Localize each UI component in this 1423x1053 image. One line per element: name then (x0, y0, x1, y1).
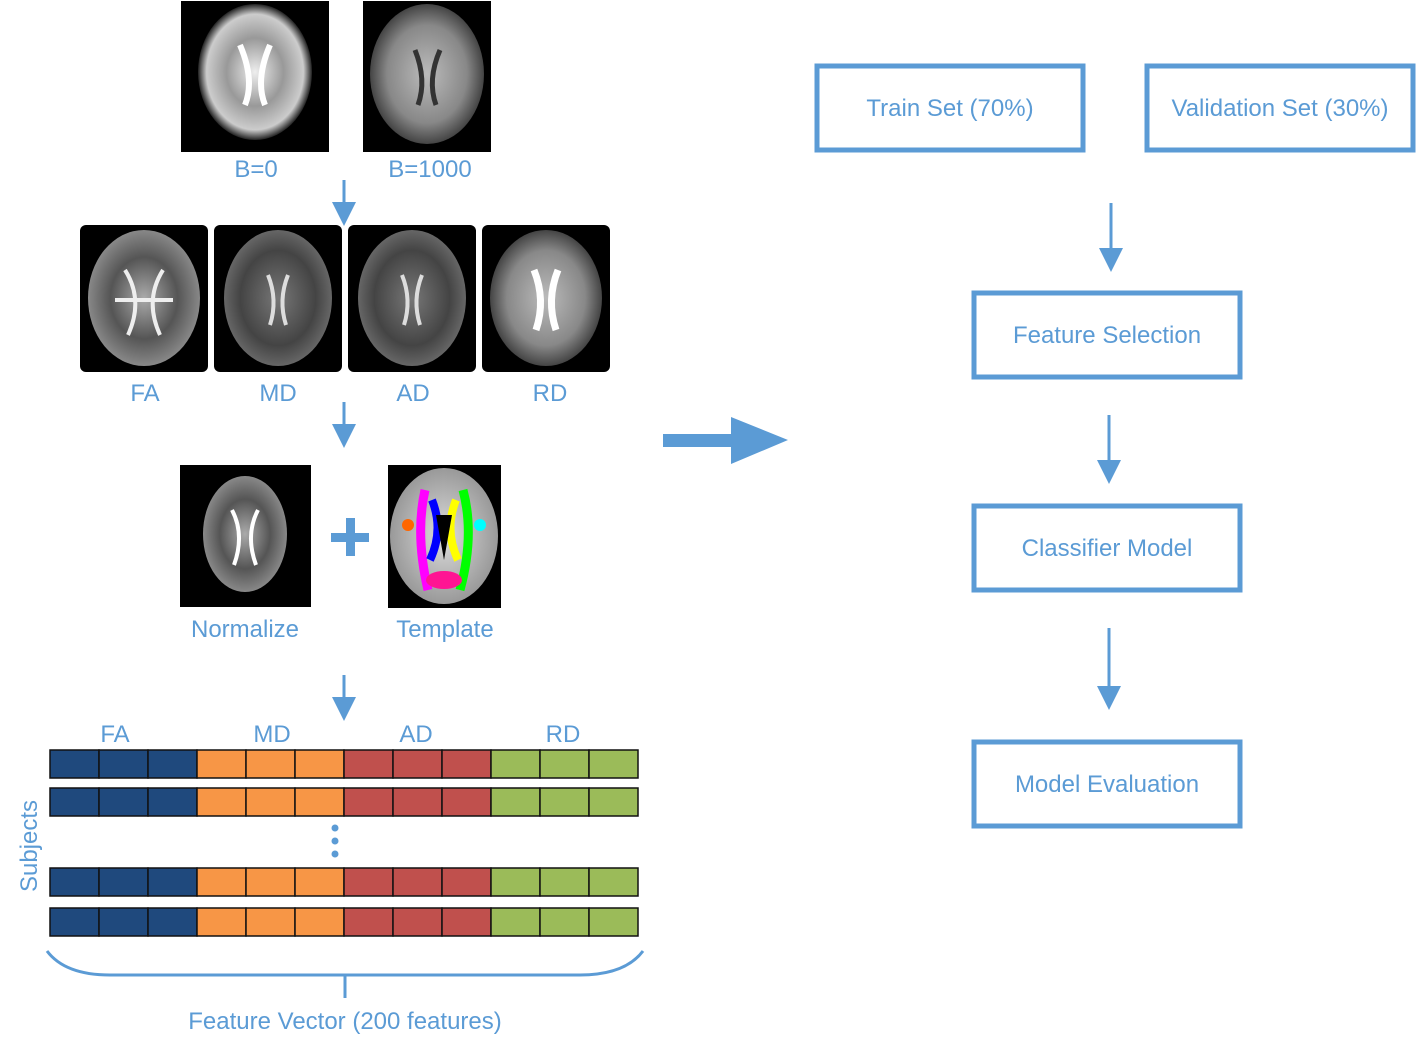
normalized-fa-image (180, 465, 311, 607)
feature-cell (441, 867, 492, 897)
b1000-label: B=1000 (388, 156, 471, 183)
feature-cell (196, 749, 247, 779)
feature-cell (441, 787, 492, 817)
feature-group-md-label: MD (253, 721, 290, 748)
feature-cell (441, 907, 492, 937)
feature-selection-box: Feature Selection (971, 290, 1243, 380)
md-map-image (214, 225, 342, 372)
b0-image (181, 1, 329, 152)
feature-cell (539, 907, 590, 937)
feature-cell (490, 749, 541, 779)
feature-cell (539, 867, 590, 897)
feature-cell (98, 907, 149, 937)
model-evaluation-box: Model Evaluation (971, 739, 1243, 829)
b1000-image (363, 1, 491, 152)
feature-cell (490, 907, 541, 937)
feature-cell (343, 787, 394, 817)
feature-cell (147, 787, 198, 817)
feature-cell (588, 749, 639, 779)
rd-label: RD (533, 380, 568, 407)
feature-cell (196, 787, 247, 817)
feature-cell (98, 867, 149, 897)
template-label: Template (396, 616, 493, 643)
validation-set-label: Validation Set (30%) (1171, 95, 1388, 122)
feature-cell (245, 867, 296, 897)
ad-label: AD (396, 380, 429, 407)
classifier-model-box: Classifier Model (971, 503, 1243, 593)
arrow-right-icon (663, 417, 788, 464)
feature-cell (196, 907, 247, 937)
feature-vector-brace (45, 950, 645, 998)
feature-cell (343, 749, 394, 779)
feature-group-fa-label: FA (100, 721, 129, 748)
subject-row (49, 907, 639, 937)
feature-cell (588, 907, 639, 937)
feature-cell (392, 907, 443, 937)
feature-cell (588, 787, 639, 817)
feature-cell (490, 867, 541, 897)
feature-cell (441, 749, 492, 779)
fa-map-image (80, 225, 208, 372)
feature-cell (392, 867, 443, 897)
feature-matrix (49, 749, 639, 937)
feature-cell (392, 787, 443, 817)
feature-cell (147, 749, 198, 779)
feature-cell (294, 867, 345, 897)
template-atlas-image (388, 465, 501, 608)
subject-row (49, 749, 639, 779)
feature-cell (49, 867, 100, 897)
feature-cell (245, 787, 296, 817)
subject-row (49, 867, 639, 897)
ad-map-image (348, 225, 476, 372)
md-label: MD (259, 380, 296, 407)
feature-cell (98, 749, 149, 779)
ellipsis-dots (331, 824, 339, 858)
feature-cell (196, 867, 247, 897)
b0-label: B=0 (234, 156, 277, 183)
feature-cell (147, 867, 198, 897)
feature-cell (49, 907, 100, 937)
classifier-model-label: Classifier Model (1022, 535, 1193, 562)
feature-cell (539, 749, 590, 779)
feature-vector-label: Feature Vector (200 features) (188, 1008, 502, 1035)
feature-cell (147, 907, 198, 937)
feature-cell (343, 907, 394, 937)
rd-map-image (482, 225, 610, 372)
feature-cell (343, 867, 394, 897)
feature-cell (245, 749, 296, 779)
feature-cell (294, 749, 345, 779)
feature-cell (294, 787, 345, 817)
feature-cell (588, 867, 639, 897)
fa-label: FA (130, 380, 159, 407)
feature-cell (245, 907, 296, 937)
train-set-label: Train Set (70%) (866, 95, 1033, 122)
feature-selection-label: Feature Selection (1013, 322, 1201, 349)
subject-row (49, 787, 639, 817)
feature-cell (49, 787, 100, 817)
normalize-label: Normalize (191, 616, 299, 643)
feature-group-ad-label: AD (399, 721, 432, 748)
subjects-label: Subjects (16, 800, 43, 892)
feature-cell (98, 787, 149, 817)
feature-cell (49, 749, 100, 779)
validation-set-box: Validation Set (30%) (1144, 63, 1416, 153)
train-set-box: Train Set (70%) (814, 63, 1086, 153)
feature-cell (490, 787, 541, 817)
feature-cell (392, 749, 443, 779)
plus-icon (331, 518, 369, 556)
model-evaluation-label: Model Evaluation (1015, 771, 1199, 798)
feature-cell (294, 907, 345, 937)
feature-cell (539, 787, 590, 817)
feature-group-rd-label: RD (546, 721, 581, 748)
